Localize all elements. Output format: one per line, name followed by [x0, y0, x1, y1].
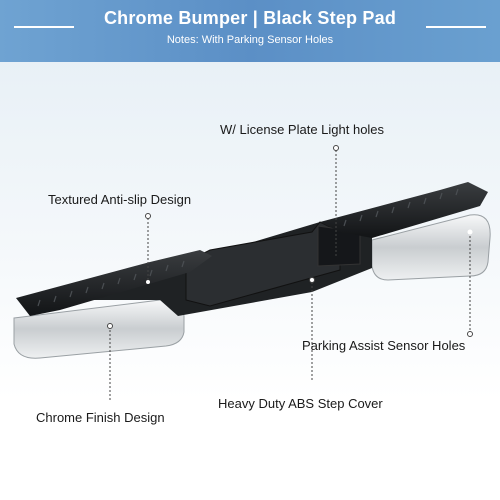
callout-leaders [109, 150, 471, 400]
callout-textured: Textured Anti-slip Design [48, 192, 192, 207]
callout-license-plate: W/ License Plate Light holes [220, 122, 385, 137]
header-subtitle: Notes: With Parking Sensor Holes [166, 34, 334, 46]
callout-abs-cover: Heavy Duty ABS Step Cover [218, 396, 383, 411]
step-pad-left [16, 250, 212, 316]
step-pad-right [320, 182, 488, 238]
chrome-end-right [371, 214, 491, 281]
callout-chrome-finish: Chrome Finish Design [36, 410, 165, 425]
header-band [0, 0, 500, 62]
callout-parking-assist: Parking Assist Sensor Holes [302, 338, 466, 353]
ridges-left [37, 260, 185, 307]
header-title: Chrome Bumper | Black Step Pad [103, 8, 397, 28]
header-line-right [426, 26, 486, 28]
header-line-left [14, 26, 74, 28]
callout-dots [107, 145, 473, 337]
ridges-right [343, 188, 459, 227]
